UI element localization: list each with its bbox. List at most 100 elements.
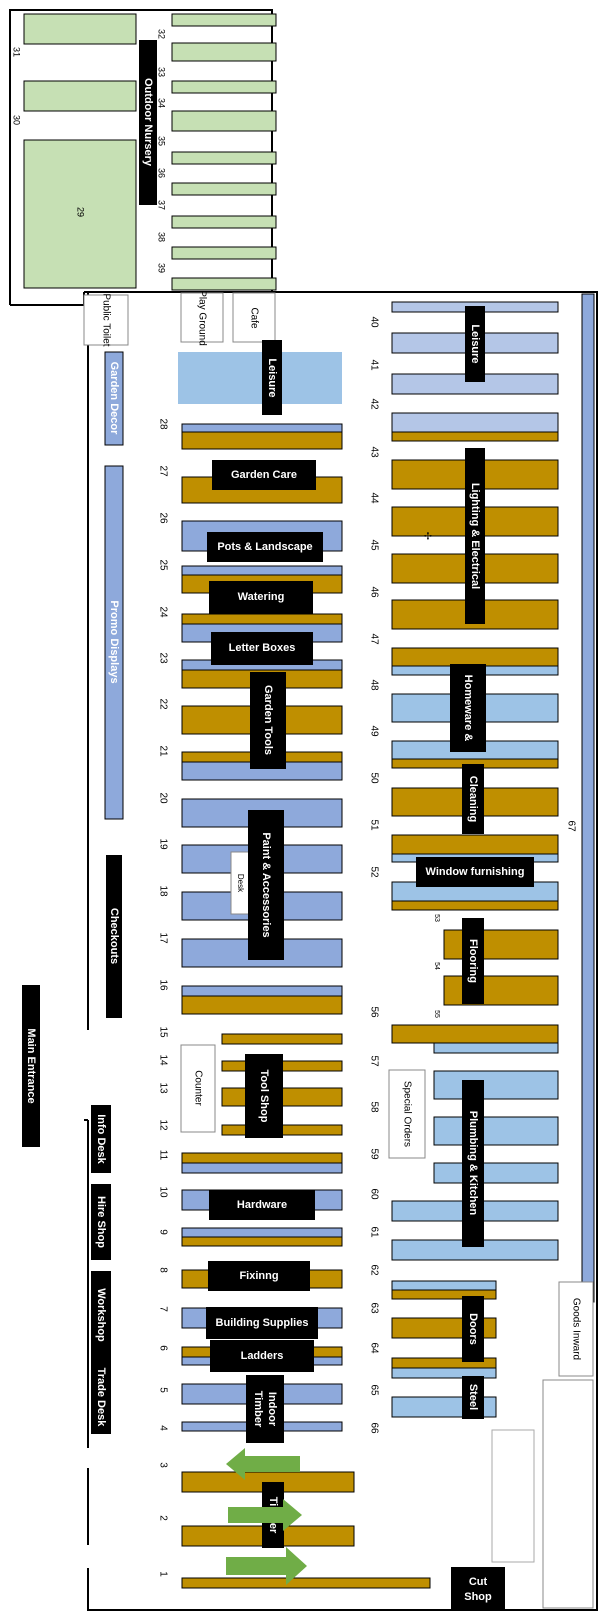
aisle-number-21: 21 (157, 745, 168, 757)
fixinng-label: Fixinng (239, 1270, 278, 1282)
workshop-label: Workshop (95, 1288, 107, 1342)
hardware-label: Hardware (237, 1199, 287, 1211)
aisle-number-5: 5 (157, 1387, 168, 1393)
aisle-number-36: 36 (157, 168, 167, 178)
aisle-number-23: 23 (157, 652, 168, 664)
aisle-number-11: 11 (157, 1150, 168, 1161)
shelf-16a (181, 985, 343, 997)
aisle-number-41: 41 (368, 359, 379, 371)
aisle-number-52: 52 (368, 866, 379, 878)
aisle-number-60: 60 (368, 1188, 379, 1200)
aisle-number-32: 32 (157, 29, 167, 39)
aisle-number-53: 53 (433, 914, 440, 922)
aisle-number-17: 17 (157, 932, 168, 944)
hire-shop-label: Hire Shop (95, 1196, 107, 1248)
aisle-number-55: 55 (433, 1010, 440, 1018)
goods-inward-label: Goods Inward (570, 1298, 581, 1360)
aisle-number-26: 26 (157, 512, 168, 524)
nursery-bay-30 (23, 80, 137, 112)
aisle-number-34: 34 (157, 98, 167, 108)
lighting-electrical-label: Lighting & Electrical (469, 483, 481, 589)
aisle-number-39: 39 (157, 263, 167, 273)
steel-label: Steel (467, 1384, 479, 1410)
aisle-number-15: 15 (157, 1026, 168, 1038)
aisle-number-14: 14 (157, 1054, 168, 1066)
goods-area (542, 1379, 594, 1609)
play-ground-box (180, 292, 224, 343)
shelf-15 (221, 1033, 343, 1045)
arrow-right-icon (228, 1499, 302, 1531)
aisle-number-38: 38 (157, 232, 167, 242)
homeware-label: Homeware & (462, 675, 474, 742)
left-section-labels: Garden Care Pots & Landscape Watering Le… (206, 460, 323, 1372)
cut-shop-box (451, 1567, 505, 1609)
info-desk-label: Info Desk (95, 1114, 107, 1164)
shelf-24a (181, 613, 343, 625)
timber-arrows (226, 1448, 307, 1585)
aisle-number-45: 45 (368, 539, 379, 551)
garden-decor-label: Garden Decor (108, 362, 120, 435)
arrow-left-icon (226, 1448, 300, 1480)
aisle-number-16: 16 (157, 979, 168, 991)
aisle-number-18: 18 (157, 885, 168, 897)
checkouts-label: Checkouts (108, 908, 120, 964)
shelf-1 (181, 1577, 431, 1589)
aisle-number-67: 67 (565, 820, 576, 832)
public-toilet-box (83, 294, 129, 346)
aisle-number-12: 12 (157, 1119, 168, 1131)
outdoor-nursery-label: Outdoor Nursery (142, 78, 154, 167)
nursery-shelf-32b (171, 42, 277, 62)
indoor-timber-label-1: Indoor (266, 1392, 278, 1427)
play-ground-label: Play Ground (196, 290, 207, 346)
aisle-number-27: 27 (157, 465, 168, 477)
nursery-bay-31 (23, 13, 137, 45)
nursery-shelf-37 (171, 215, 277, 229)
aisle-number-58: 58 (368, 1101, 379, 1113)
aisle-number-40: 40 (368, 316, 379, 328)
aisle-number-44: 44 (368, 492, 379, 504)
leisure-left-label: Leisure (266, 358, 278, 397)
shelf-28a (181, 423, 343, 433)
promo-displays-label: Promo Displays (108, 600, 120, 683)
aisle-number-48: 48 (368, 679, 379, 691)
flooring-label: Flooring (467, 939, 479, 983)
aisle-number-24: 24 (157, 606, 168, 618)
aisle-number-49: 49 (368, 725, 379, 737)
aisle-number-61: 61 (368, 1226, 379, 1238)
counter-label: Counter (192, 1070, 203, 1106)
promo-displays-fixture (104, 465, 124, 820)
leisure-right-label: Leisure (469, 324, 481, 363)
aisle-number-6: 6 (157, 1345, 168, 1351)
building-outlines (9, 9, 598, 1611)
aisle-number-56: 56 (368, 1006, 379, 1018)
aisle-number-46: 46 (368, 586, 379, 598)
aisle-number-64: 64 (368, 1342, 379, 1354)
aisle-number-25: 25 (157, 559, 168, 571)
window-furnishing-label-bg (416, 857, 534, 887)
trade-desk-label: Trade Desk (95, 1368, 107, 1428)
aisle-number-59: 59 (368, 1148, 379, 1160)
aisle-number-33: 33 (157, 67, 167, 77)
aisle-number-19: 19 (157, 838, 168, 850)
aisle-number-1: 1 (157, 1571, 168, 1577)
aisle-number-50: 50 (368, 772, 379, 784)
left-aisle-numbers: 28 27 26 25 24 23 22 21 20 19 18 17 16 1… (157, 418, 168, 1577)
shelf-28b (181, 431, 343, 450)
shelf-25a (181, 565, 343, 576)
letter-boxes-label: Letter Boxes (229, 642, 296, 654)
cleaning-label: Cleaning (467, 776, 479, 822)
nursery-shelf-32a (171, 13, 277, 27)
nursery-shelf-34 (171, 110, 277, 132)
plumbing-kitchen-label: Plumbing & Kitchen (467, 1111, 479, 1216)
aisle-number-63: 63 (368, 1302, 379, 1314)
goods-bay (491, 1429, 535, 1563)
special-orders-box (388, 1069, 426, 1159)
garden-tools-label: Garden Tools (262, 685, 274, 755)
aisle-number-9: 9 (157, 1229, 168, 1235)
leisure-area (178, 352, 342, 404)
aisle-number-20: 20 (157, 792, 168, 804)
shelf-11b (181, 1162, 343, 1174)
main-entrance-fixture (22, 985, 40, 1147)
goods-inward-box (558, 1281, 594, 1377)
